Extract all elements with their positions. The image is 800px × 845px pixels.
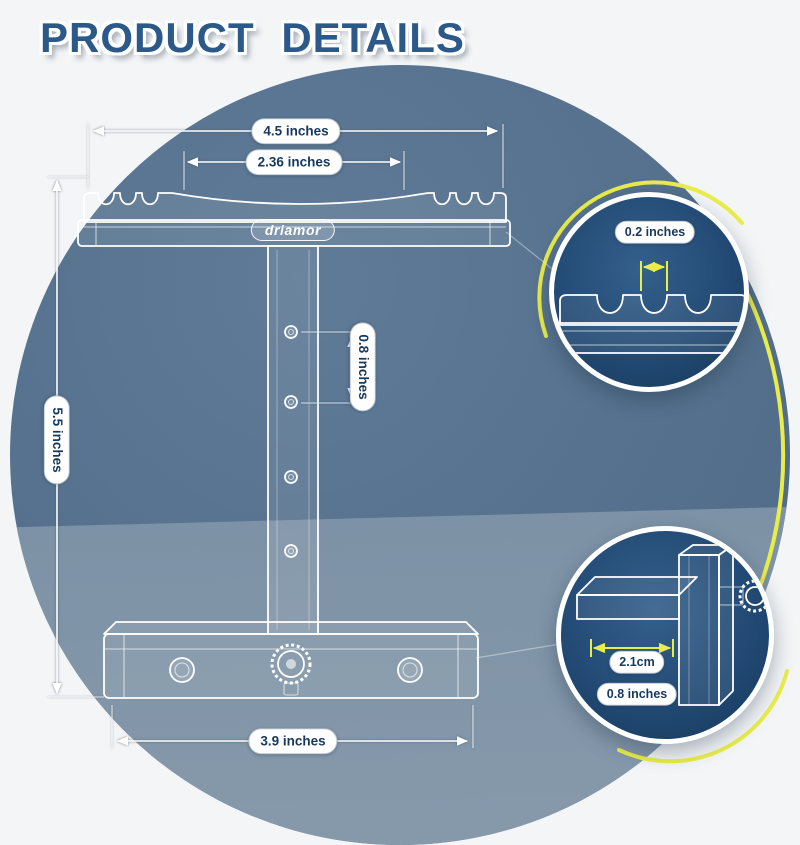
dimension-label-top-width: 4.5 inches <box>251 118 341 144</box>
callout-clamp-detail <box>556 526 774 744</box>
product-details-graphic: PRODUCT DETAILS driamor 4.5 inches 2.36 … <box>10 14 790 845</box>
callout-label-notch-width: 0.2 inches <box>614 220 696 244</box>
callout-label-clamp-thickness: 0.8 inches <box>596 682 678 706</box>
dimension-label-base-width: 3.9 inches <box>248 728 338 754</box>
dimension-label-height: 5.5 inches <box>44 395 70 485</box>
clamp-plate-front <box>576 594 680 620</box>
notch-wall <box>559 294 744 326</box>
dimension-label-inner-width: 2.36 inches <box>245 149 343 175</box>
notch-measure-ticks <box>640 261 668 291</box>
clamp-measure-ticks <box>590 639 674 657</box>
brand-logo: driamor <box>250 219 336 241</box>
callout-label-clamp-depth: 2.1cm <box>609 650 665 674</box>
clamp-screw-knob <box>738 579 769 613</box>
clamp-bracket-front <box>678 554 720 706</box>
notch-tray-front <box>555 322 744 354</box>
clamp-bracket-side <box>718 544 734 706</box>
dimension-label-hole-spacing: 0.8 inches <box>350 322 376 412</box>
clamp-closeup-drawing <box>576 544 769 706</box>
page-title: PRODUCT DETAILS <box>40 14 465 61</box>
